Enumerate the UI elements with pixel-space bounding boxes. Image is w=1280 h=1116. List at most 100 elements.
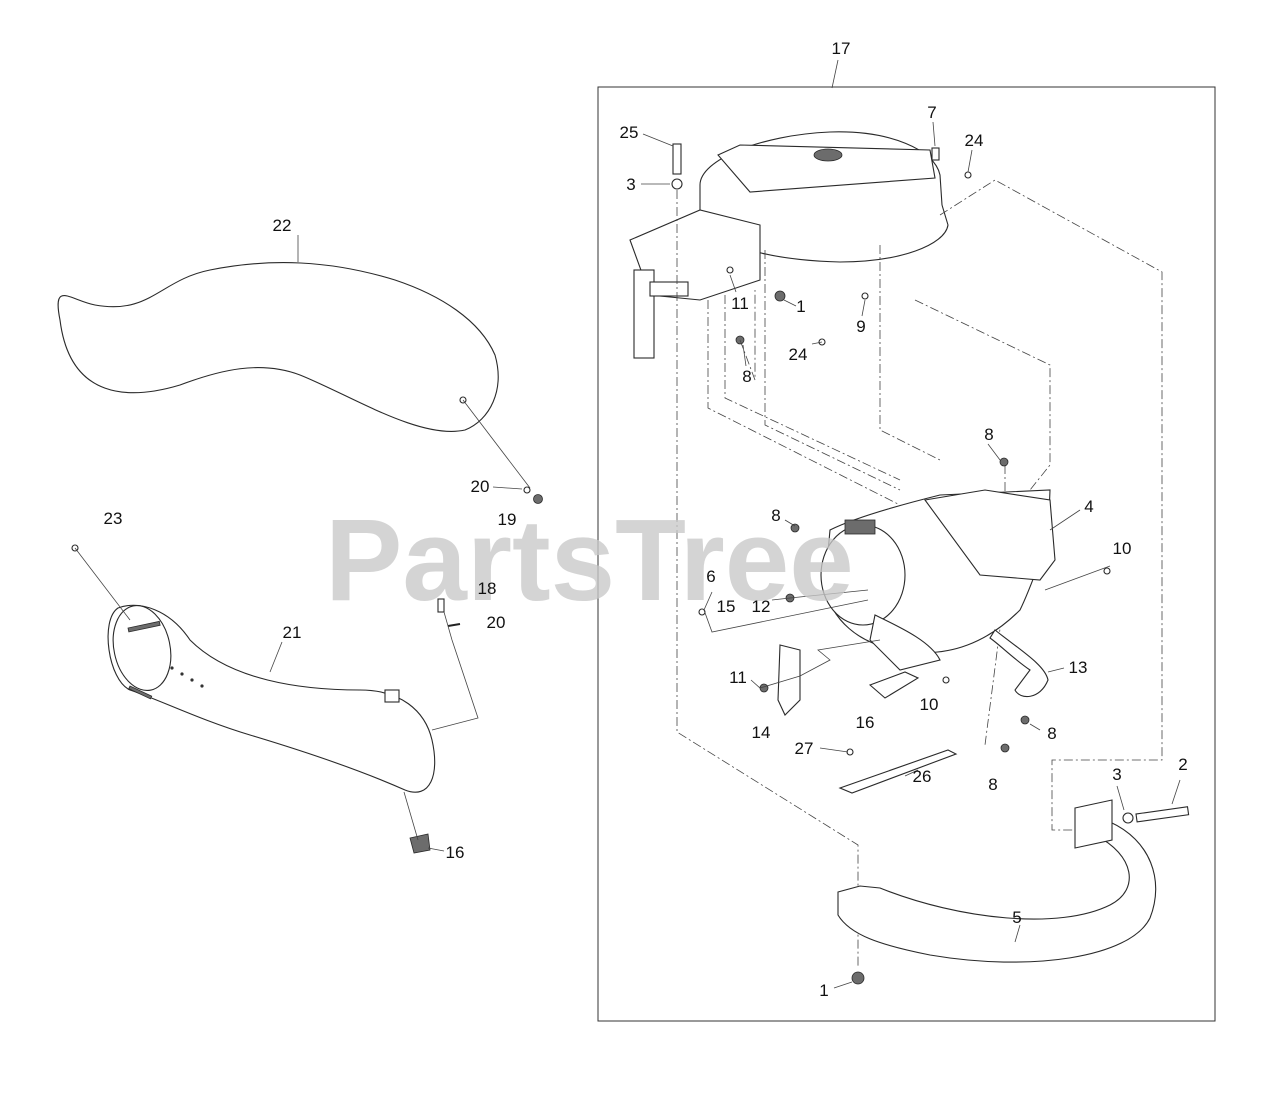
washer-3b <box>1122 812 1134 824</box>
assembly-frame <box>597 86 1216 1022</box>
pin <box>437 598 445 613</box>
callout-26: 26 <box>913 767 932 786</box>
callout-8: 8 <box>742 367 751 386</box>
lead-line <box>729 274 737 293</box>
lead-line <box>811 341 823 345</box>
callout-13: 13 <box>1069 658 1088 677</box>
nut-8e <box>1020 715 1030 725</box>
lead-line <box>1116 785 1125 811</box>
callout-3: 3 <box>626 175 635 194</box>
lead-line <box>771 589 869 601</box>
bolt-2 <box>1135 806 1190 823</box>
bolt-11 <box>726 266 734 274</box>
callout-16: 16 <box>856 713 875 732</box>
mount-post <box>633 269 655 359</box>
callout-21: 21 <box>283 623 302 642</box>
watermark: PartsTree <box>325 495 854 625</box>
tube-hole <box>180 672 184 676</box>
nut-1b <box>851 971 865 985</box>
callout-6: 6 <box>706 567 715 586</box>
bolt-25 <box>672 143 682 175</box>
callout-1: 1 <box>796 297 805 316</box>
bolt-10b <box>942 676 950 684</box>
tube-latch <box>384 689 400 703</box>
callout-23: 23 <box>104 509 123 528</box>
callout-24: 24 <box>965 131 984 150</box>
lead-line <box>783 299 797 307</box>
callout-19: 19 <box>498 510 517 529</box>
tube-slot <box>127 620 161 633</box>
lead-line <box>1014 924 1021 943</box>
callout-22: 22 <box>273 216 292 235</box>
lead-line <box>403 791 419 841</box>
housing-center-hole <box>813 148 843 162</box>
upper-hose <box>57 262 499 432</box>
washer-3 <box>671 178 683 190</box>
alignment-line <box>914 299 1051 491</box>
washer <box>523 486 531 494</box>
callout-10: 10 <box>1113 539 1132 558</box>
callout-17: 17 <box>832 39 851 58</box>
lead-line <box>269 641 283 673</box>
chute-latch <box>844 519 876 535</box>
lead-line <box>1171 779 1181 805</box>
lead-line <box>1047 667 1065 673</box>
callout-20: 20 <box>471 477 490 496</box>
strip-26 <box>838 749 958 794</box>
alignment-line <box>879 245 941 461</box>
chute-lower-lip <box>869 614 941 671</box>
alignment-line <box>739 290 756 381</box>
tube-hole <box>170 666 174 670</box>
lead-line <box>967 149 973 173</box>
lead-line <box>1044 565 1111 591</box>
lead-line <box>492 486 523 490</box>
callout-11: 11 <box>729 668 747 687</box>
mount-tab <box>649 281 689 297</box>
handle-frame <box>837 821 1157 963</box>
nut-8d <box>999 457 1009 467</box>
callout-2: 2 <box>1178 755 1187 774</box>
nut-8f <box>1000 743 1010 753</box>
lead-line <box>819 747 849 753</box>
tube-opening <box>112 604 172 692</box>
lead-line <box>642 133 674 147</box>
lead-line <box>784 519 796 527</box>
lead-line <box>462 399 531 489</box>
tube-hole <box>200 684 204 688</box>
callout-25: 25 <box>620 123 639 142</box>
housing-top-plate <box>717 144 936 193</box>
lead-line <box>703 591 869 633</box>
lead-line <box>833 981 853 989</box>
callout-12: 12 <box>752 597 771 616</box>
lead-line <box>861 299 866 317</box>
callout-3: 3 <box>1112 765 1121 784</box>
callout-8: 8 <box>1047 724 1056 743</box>
alignment-line <box>764 250 901 491</box>
lead-line <box>750 639 881 689</box>
callout-8: 8 <box>984 425 993 444</box>
handle-end <box>1074 799 1113 849</box>
lead-line <box>831 59 839 89</box>
bolt-10 <box>1103 567 1111 575</box>
nut-8c <box>790 523 800 533</box>
callout-15: 15 <box>717 597 736 616</box>
callout-16: 16 <box>446 843 465 862</box>
callout-9: 9 <box>856 317 865 336</box>
callout-8: 8 <box>988 775 997 794</box>
callout-7: 7 <box>927 103 936 122</box>
lead-line <box>904 769 919 777</box>
bolt-7 <box>931 147 940 161</box>
callout-10: 10 <box>920 695 939 714</box>
lead-line <box>932 121 936 147</box>
callout-24: 24 <box>789 345 808 364</box>
lead-line <box>431 611 479 731</box>
alignment-line <box>939 179 1163 831</box>
callout-4: 4 <box>1084 497 1093 516</box>
lead-line <box>1029 723 1041 731</box>
tube-hole <box>190 678 194 682</box>
tube-slot <box>128 685 153 700</box>
callout-20: 20 <box>487 613 506 632</box>
lead-line <box>742 344 747 367</box>
alignment-line <box>707 300 901 506</box>
